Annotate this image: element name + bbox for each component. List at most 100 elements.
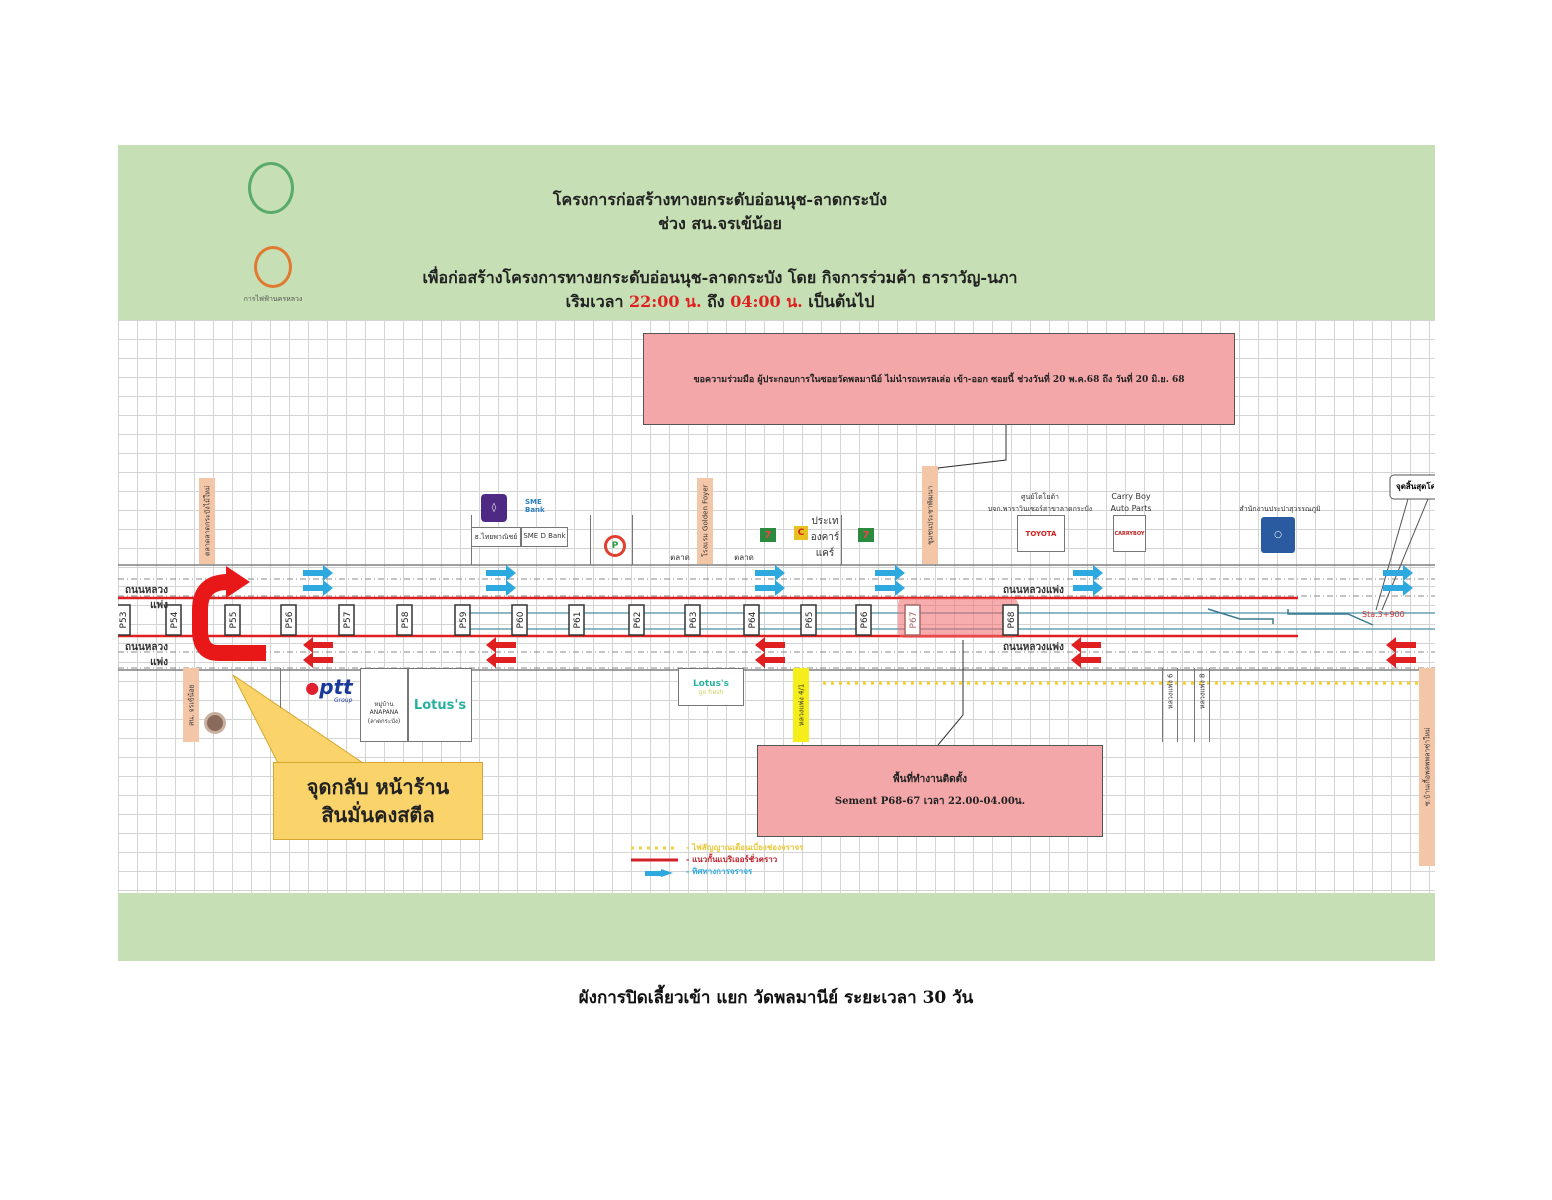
pole-P55: P55 — [224, 604, 241, 636]
traffic-flow-arrow-east — [1073, 580, 1103, 596]
scb-label: ธ.ไทยพาณิชย์ — [471, 527, 521, 547]
pole-P68: P68 — [1002, 604, 1019, 636]
ptt-group-label: Group — [334, 697, 353, 704]
traffic-flow-arrow-east — [1073, 565, 1103, 581]
u-turn-callout: จุดกลับ หน้าร้าน สินมั่นคงสตีล — [273, 762, 483, 840]
community-label: ชุมชนประชาพัฒนา — [922, 466, 938, 564]
traffic-flow-arrow-west — [755, 652, 785, 668]
pole-label: P53 — [119, 612, 129, 629]
waterworks-label: สำนักงานประปาสุวรรณภูมิ — [1239, 505, 1321, 513]
traffic-flow-arrow-east — [875, 580, 905, 596]
pole-P54: P54 — [165, 604, 182, 636]
soi-6-label: หลวงแพ่ง 6 — [1166, 673, 1175, 709]
pole-P60: P60 — [511, 604, 528, 636]
pole-P62: P62 — [628, 604, 645, 636]
traffic-flow-arrow-west — [1071, 652, 1101, 668]
sme-bank-logo: SME Bank — [525, 498, 545, 514]
scb-logo: ◊ — [481, 494, 507, 522]
pole-P53: P53 — [118, 604, 131, 636]
sme-label: SME D Bank — [521, 527, 568, 547]
soi-8-lane — [1194, 668, 1210, 742]
carryboy-subtitle: Auto Parts — [1110, 504, 1152, 513]
callout-line1: จุดกลับ หน้าร้าน — [306, 775, 450, 799]
pole-label: P59 — [459, 611, 469, 628]
anapana-village: หมู่บ้าน ANAPANA (ลาดกระบัง) — [360, 668, 408, 742]
soi-6-lane — [1162, 668, 1178, 742]
work-line1: พื้นที่ทำงานติดตั้ง — [893, 774, 967, 785]
pole-label: P62 — [633, 612, 643, 629]
bma-seal-logo — [248, 162, 294, 214]
soi-right-label: ซ.บ้านเกื้อพลพพลาซ่าใหม่ — [1419, 668, 1435, 866]
traffic-flow-arrow-east — [1383, 565, 1413, 581]
callout-line2: สินมั่นคงสตีล — [321, 803, 435, 827]
toyota-subtitle: บจก.พาราวินเซอร์สาขาลาดกระบัง — [987, 505, 1093, 513]
road-label-south: ถนนหลวงแพ่ง — [1003, 642, 1064, 653]
station-label: Sta.3+900 — [1362, 610, 1405, 619]
waterworks-logo: ○ — [1261, 517, 1295, 553]
road-label-south-left: ถนนหลวงแพ่ง — [125, 642, 168, 668]
traffic-flow-arrow-east — [486, 565, 516, 581]
traffic-flow-arrow-west — [303, 652, 333, 668]
legend: - ไฟสัญญาณเตือนเบี่ยงช่องจราจร - แนวกั้น… — [686, 842, 803, 878]
pole-P58: P58 — [396, 604, 413, 636]
pole-label: P58 — [401, 611, 411, 628]
traffic-flow-arrow-east — [303, 565, 333, 581]
legend-barrier: - แนวกั้นแบริเออร์ชั่วคราว — [686, 855, 778, 864]
work-zone-highlight — [898, 598, 1018, 638]
buildings-north-2 — [632, 515, 842, 565]
golden-foyer-label: โรงแรม Golden Foyer — [697, 478, 713, 564]
traffic-flow-arrow-west — [1386, 637, 1416, 653]
traffic-flow-arrow-west — [755, 637, 785, 653]
notice-top: ขอความร่วมมือ ผู้ประกอบการในซอยวัดพลมานี… — [643, 333, 1235, 425]
traffic-flow-arrow-east — [755, 580, 785, 596]
carcare-logo: C — [794, 526, 808, 540]
carryboy-logo: CARRYBOY — [1113, 515, 1146, 552]
work-line2: Sement P68-67 เวลา 22.00-04.00น. — [834, 796, 1026, 807]
u-turn-arrow — [192, 574, 266, 661]
pole-P59: P59 — [454, 604, 471, 636]
pole-P61: P61 — [568, 604, 585, 636]
subtitle: เพื่อก่อสร้างโครงการทางยกระดับอ่อนนุช-ลา… — [422, 268, 1018, 287]
pole-label: P55 — [229, 612, 239, 629]
carryboy-title: Carry Boy — [1111, 492, 1151, 501]
notice-work-area: พื้นที่ทำงานติดตั้ง Sement P68-67 เวลา 2… — [757, 745, 1103, 837]
pole-label: P65 — [805, 612, 815, 629]
title-line1: โครงการก่อสร้างทางยกระดับอ่อนนุช-ลาดกระบ… — [552, 190, 888, 209]
project-title: โครงการก่อสร้างทางยกระดับอ่อนนุช-ลาดกระบ… — [420, 188, 1020, 213]
ptt-box — [280, 668, 362, 708]
pole-P67: P67 — [904, 604, 921, 636]
pole-label: P66 — [860, 611, 870, 628]
end-point-callout: จุดสิ้นสุดโค — [1396, 482, 1434, 491]
pole-P57: P57 — [338, 604, 355, 636]
pole-label: P64 — [748, 611, 758, 628]
traffic-flow-arrow-east — [303, 580, 333, 596]
traffic-flow-arrow-west — [486, 652, 516, 668]
pole-label: P67 — [909, 612, 919, 629]
market-lane-label: ตลาดลาดกระบังไม้ใหม่ — [199, 478, 215, 564]
market-2-label: ตลาด — [734, 553, 754, 562]
pole-P64: P64 — [743, 604, 760, 636]
market-1-label: ตลาด — [670, 553, 690, 562]
legend-lights: - ไฟสัญญาณเตือนเบี่ยงช่องจราจร — [686, 843, 804, 852]
traffic-flow-arrow-east — [1383, 580, 1413, 596]
lotus-box: Lotus's — [408, 668, 472, 742]
pole-label: P68 — [1007, 611, 1017, 628]
pt-station-logo: P — [604, 535, 626, 557]
traffic-flow-arrow-east — [875, 565, 905, 581]
pole-P63: P63 — [684, 604, 701, 636]
pole-label: P56 — [285, 611, 295, 628]
carcare-label: ประเทองคาร์แคร์ — [810, 516, 840, 559]
police-station-label: สน. จรเข้น้อย — [183, 668, 199, 742]
mea-logo — [254, 246, 292, 288]
pole-label: P54 — [170, 611, 180, 628]
traffic-flow-arrow-west — [486, 637, 516, 653]
seven-eleven-logo-1: 7 — [760, 528, 776, 542]
soi-4-1-label: หลวงแพ่ง 4/1 — [793, 668, 809, 742]
toyota-logo: TOYOTA — [1017, 515, 1065, 552]
mea-logo-text: การไฟฟ้านครหลวง — [243, 295, 303, 303]
pole-label: P61 — [573, 612, 583, 629]
time-range: เริมเวลา 22:00 น. ถึง 04:00 น. เป็นต้นไป — [565, 292, 875, 311]
ptt-logo: ●ptt — [305, 675, 353, 699]
seven-eleven-logo-2: 7 — [858, 528, 874, 542]
